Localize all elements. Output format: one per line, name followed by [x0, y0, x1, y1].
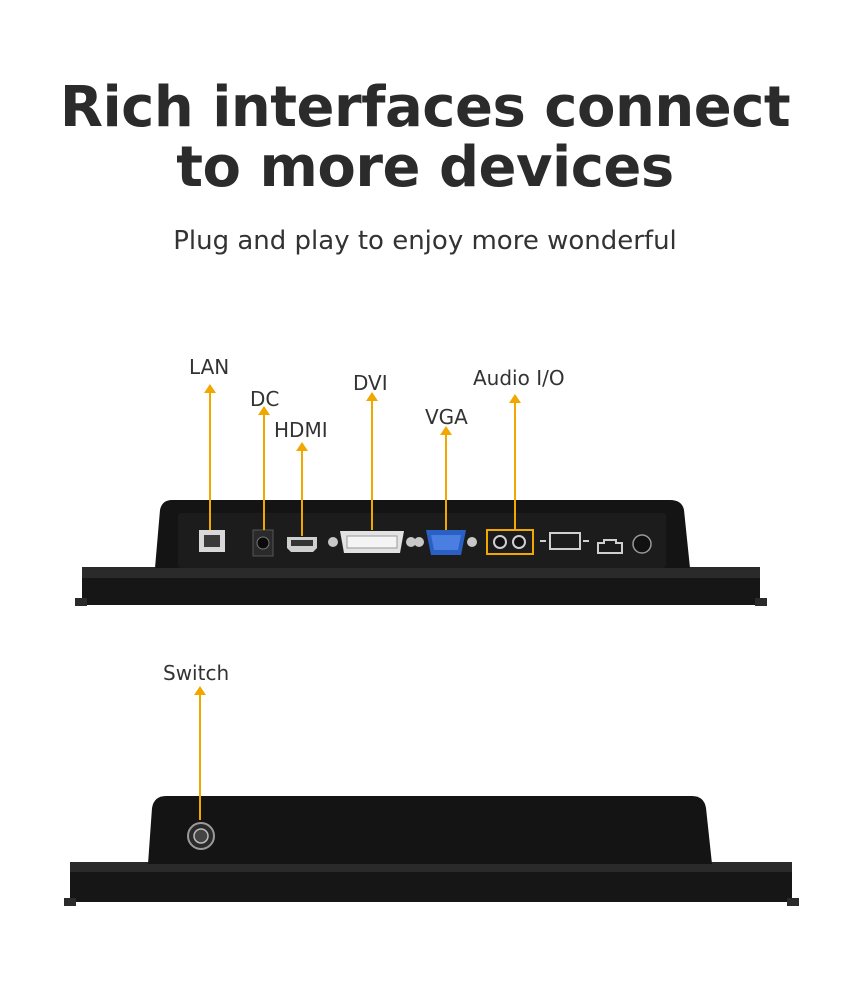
- dvi-screw-right: [406, 537, 416, 547]
- headline-line-2: to more devices: [176, 135, 674, 200]
- subheadline: Plug and play to enjoy more wonderful: [173, 226, 677, 256]
- dvi-label: DVI: [353, 371, 388, 395]
- switch-arrow: [194, 686, 206, 820]
- bezel-highlight: [82, 567, 760, 578]
- side-housing: [148, 796, 712, 864]
- vga-label: VGA: [425, 405, 468, 429]
- dc-arrow: [258, 406, 270, 530]
- side-bezel-highlight: [70, 862, 792, 872]
- vga-screw-right: [467, 537, 477, 547]
- vga-screw-left: [414, 537, 424, 547]
- dvi-arrow: [366, 392, 378, 530]
- side-bezel-tab-right: [787, 898, 799, 906]
- port-glyph: [540, 540, 546, 542]
- switch-label: Switch: [163, 661, 230, 685]
- hdmi-label: HDMI: [274, 418, 328, 442]
- port-glyph-2: [583, 540, 589, 542]
- hdmi-arrow: [296, 442, 308, 536]
- lan-port-socket: [204, 535, 220, 547]
- audio-in-jack[interactable]: [512, 535, 526, 549]
- audio-out-jack[interactable]: [493, 535, 507, 549]
- serial-port[interactable]: [597, 539, 623, 554]
- dvi-screw-left: [328, 537, 338, 547]
- lan-arrow: [204, 384, 216, 530]
- audio-label: Audio I/O: [473, 366, 565, 390]
- bezel-tab-left: [75, 598, 87, 606]
- dc-port-hole: [256, 536, 270, 550]
- lan-label: LAN: [189, 355, 230, 379]
- dvi-pins: [346, 535, 398, 549]
- round-port[interactable]: [632, 534, 652, 554]
- usb-port[interactable]: [549, 532, 581, 550]
- headline: Rich interfaces connect to more devices: [0, 78, 850, 198]
- vga-port-inner: [431, 535, 461, 550]
- vga-arrow: [440, 426, 452, 530]
- headline-line-1: Rich interfaces connect: [59, 75, 791, 140]
- dc-label: DC: [250, 387, 280, 411]
- bezel-tab-right: [755, 598, 767, 606]
- power-switch-button: [193, 828, 209, 844]
- side-bezel-tab-left: [64, 898, 76, 906]
- hdmi-port-slot: [291, 540, 313, 546]
- audio-arrow: [509, 394, 521, 530]
- audio-io-highlight: [486, 529, 534, 555]
